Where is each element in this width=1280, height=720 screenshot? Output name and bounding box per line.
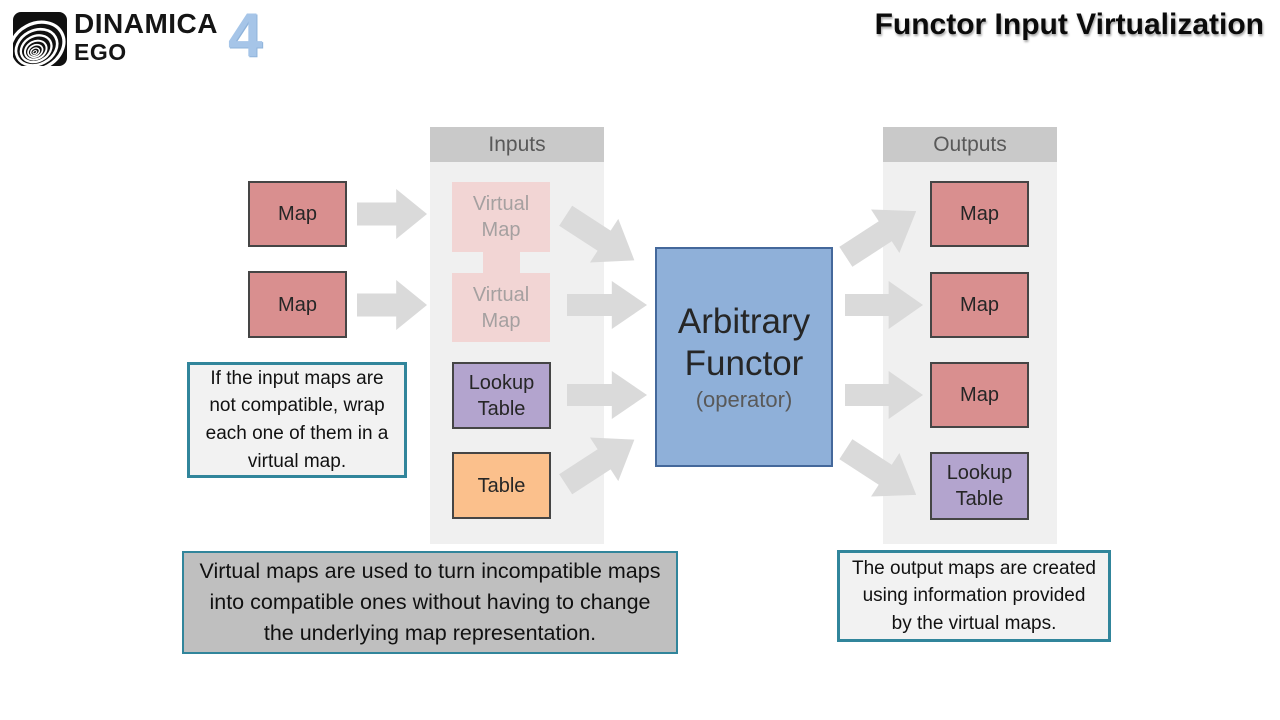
output-map-1: Map [930, 181, 1029, 247]
virtual-map-connector [483, 250, 520, 275]
callout-virtual-maps-purpose: Virtual maps are used to turn incompatib… [182, 551, 678, 654]
output-map-2: Map [930, 272, 1029, 338]
brand-wordmark: DINAMICA EGO [74, 10, 218, 64]
brand-version-number: 4 [228, 1, 263, 70]
virtual-map-2: Virtual Map [452, 273, 550, 342]
functor-qualifier: (operator) [695, 386, 793, 412]
output-lookup-table: Lookup Table [930, 452, 1029, 520]
functor-name: Arbitrary Functor [677, 301, 811, 383]
output-map-3: Map [930, 362, 1029, 428]
input-map-1: Map [248, 181, 347, 247]
input-table: Table [452, 452, 551, 519]
callout-input-virtual-map: If the input maps are not compatible, wr… [187, 362, 407, 478]
dinamica-spiral-logo-icon [12, 12, 67, 68]
brand-subname: EGO [74, 39, 127, 65]
brand-name: DINAMICA [74, 8, 218, 39]
arrow-map2-to-virtualmap2-icon [357, 280, 427, 330]
arrow-map1-to-virtualmap1-icon [357, 189, 427, 239]
outputs-lane-header: Outputs [883, 127, 1057, 162]
callout-output-maps: The output maps are created using inform… [837, 550, 1111, 642]
page-title: Functor Input Virtualization [874, 8, 1264, 41]
virtual-map-1: Virtual Map [452, 182, 550, 252]
input-lookup-table: Lookup Table [452, 362, 551, 429]
inputs-lane-header: Inputs [430, 127, 604, 162]
arbitrary-functor-node: Arbitrary Functor (operator) [655, 247, 833, 467]
input-map-2: Map [248, 271, 347, 338]
